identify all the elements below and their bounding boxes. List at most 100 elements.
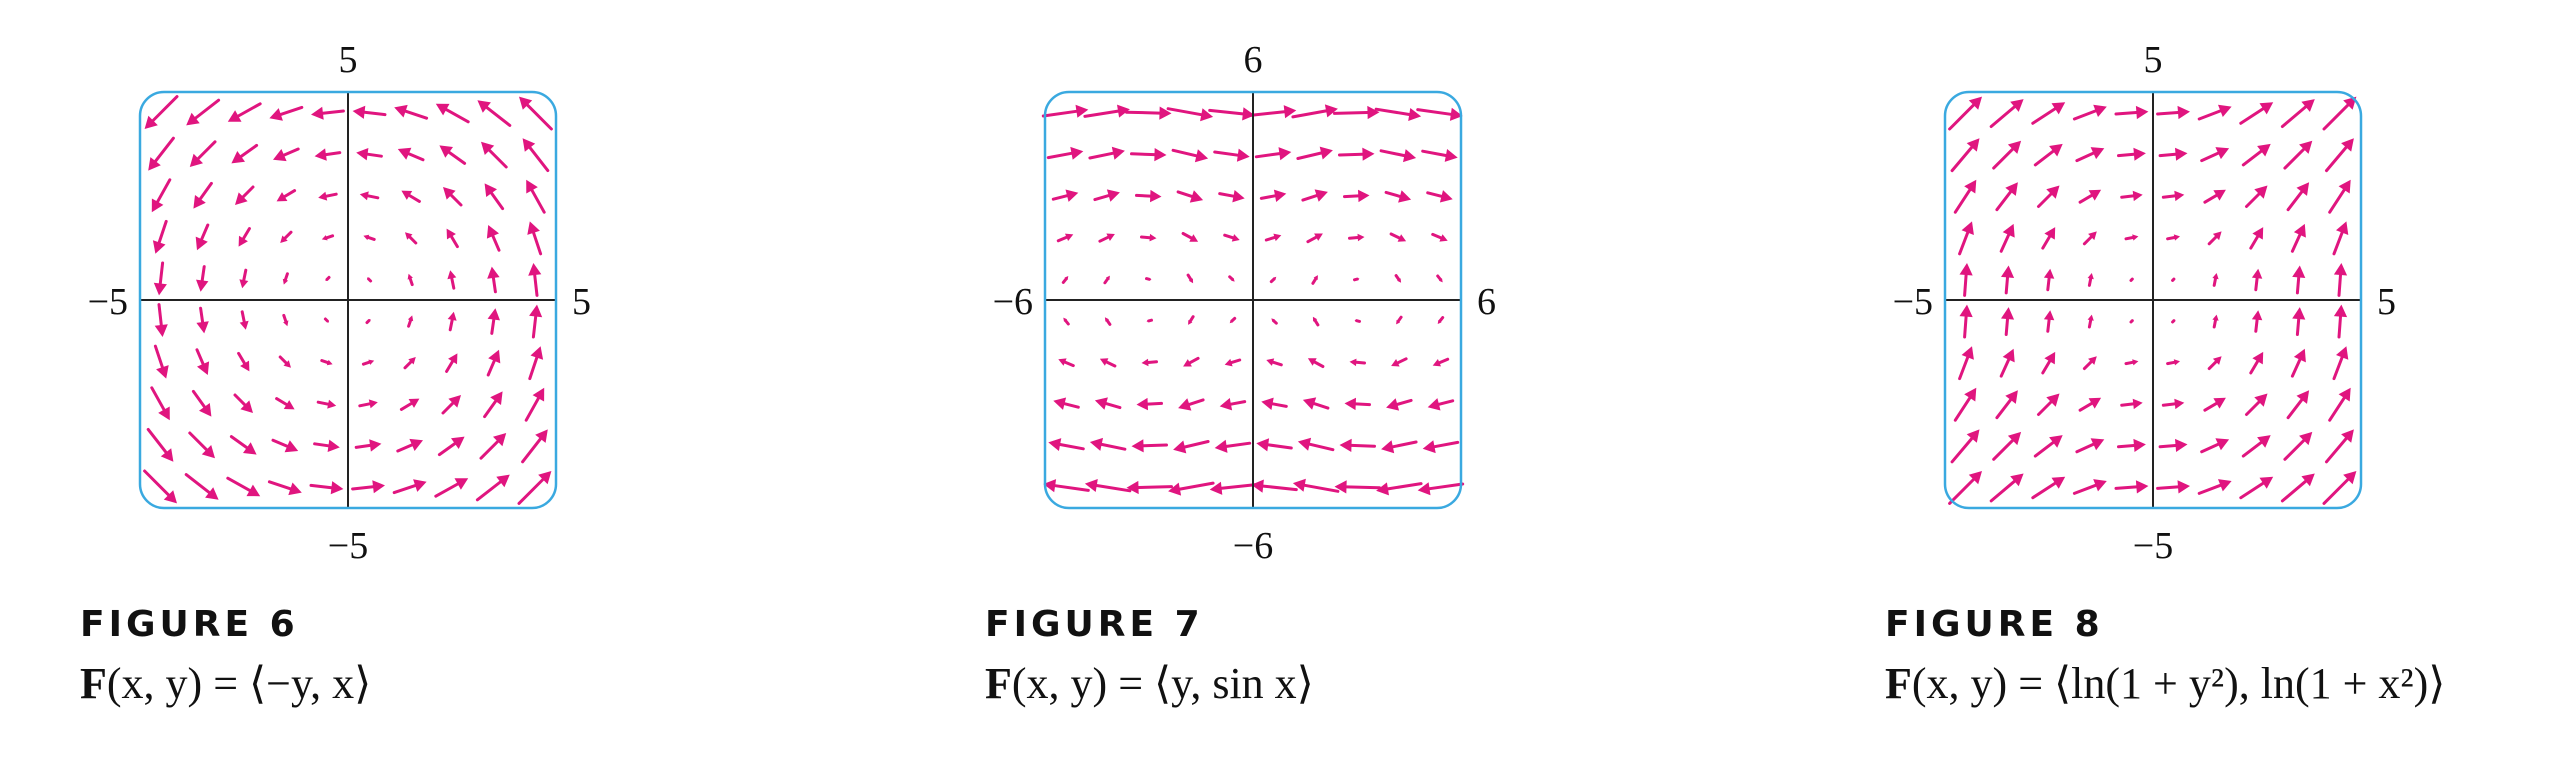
vector-arrow-head	[1444, 149, 1458, 162]
vector-arrow-head	[1386, 398, 1400, 411]
vector-arrow-head	[231, 151, 245, 164]
vector-arrow-head	[496, 474, 510, 488]
vector-arrow-head	[2212, 273, 2219, 280]
vector-arrow-shaft	[2283, 147, 2306, 170]
vector-arrow-head	[2296, 182, 2310, 196]
vector-arrow-head	[1403, 149, 1417, 163]
vector-arrow-head	[196, 321, 209, 334]
vector-arrow-head	[477, 100, 491, 113]
vector-arrow-head	[2093, 104, 2107, 117]
vector-arrow-head	[2090, 438, 2105, 451]
vector-arrow-shaft	[1999, 358, 2011, 378]
vector-arrow-head	[1111, 146, 1125, 160]
vector-arrow-head	[280, 235, 288, 243]
vector-arrow-head	[235, 192, 248, 205]
vector-arrow-shaft	[1950, 437, 1974, 464]
vector-arrow-head	[1391, 359, 1400, 367]
vector-arrow-head	[1236, 148, 1250, 162]
vector-arrow-head	[443, 187, 456, 200]
vector-field-plot-8: 5 −5 −5 5	[1893, 39, 2396, 567]
vector-arrow-shaft	[2241, 440, 2263, 458]
vector-arrow-head	[1437, 319, 1442, 324]
vector-arrow-shaft	[1130, 152, 1156, 157]
vector-arrow-head	[1094, 397, 1108, 410]
vector-arrow-shaft	[2078, 193, 2094, 204]
vector-arrow-head	[2299, 431, 2313, 446]
vector-arrow-head	[153, 282, 167, 296]
vector-arrow-shaft	[158, 261, 165, 285]
tick-bottom: −6	[1233, 525, 1273, 567]
vector-arrow-shaft	[363, 110, 387, 117]
vector-arrow-head	[1439, 234, 1448, 242]
vector-arrow-head	[321, 235, 328, 241]
vector-arrow-shaft	[233, 393, 247, 407]
vector-arrow-head	[1084, 479, 1098, 492]
vector-arrow-shaft	[1056, 235, 1069, 243]
vector-arrow-shaft	[316, 400, 330, 406]
vector-arrow-shaft	[1396, 357, 1408, 365]
vector-arrow-head	[1261, 397, 1274, 410]
vector-arrow-shaft	[1147, 318, 1153, 323]
vector-arrow-head	[408, 357, 416, 365]
vector-arrow-head	[1964, 179, 1977, 194]
formula-body: ⟨−y, x⟩	[249, 659, 372, 708]
vector-arrow-head	[1106, 189, 1120, 202]
vector-arrow-shaft	[1063, 402, 1080, 409]
vector-arrow-shaft	[1395, 398, 1413, 406]
vector-arrow-shaft	[1437, 357, 1450, 365]
vector-arrow-shaft	[154, 136, 175, 163]
vector-arrow-shaft	[1995, 398, 2013, 420]
vector-arrow-head	[330, 481, 344, 495]
vector-arrow-shaft	[1437, 399, 1455, 406]
vector-arrow-head	[2001, 307, 2015, 320]
vector-arrow-head	[1251, 479, 1264, 493]
figure-caption: FIGURE 8	[1885, 604, 2104, 645]
formula-body: ⟨ln(1 + y²), ln(1 + x²)⟩	[2054, 659, 2446, 708]
tick-top: 5	[2144, 39, 2163, 81]
vector-arrow-shaft	[191, 389, 206, 409]
vector-arrow-shaft	[1426, 191, 1443, 198]
vector-arrow-head	[2174, 190, 2185, 202]
vector-arrow-shaft	[226, 476, 252, 492]
figure-7: 6 −6 −6 6 FIGURE 7 F(x, y) = ⟨y, sin x⟩	[905, 0, 1763, 760]
vector-arrow-head	[1302, 397, 1317, 410]
vector-arrow-shaft	[2280, 479, 2308, 503]
vector-arrow-head	[1357, 277, 1360, 281]
vector-arrow-head	[326, 320, 329, 323]
figure-caption: FIGURE 6	[80, 604, 299, 645]
vector-arrow-head	[2175, 438, 2188, 452]
vector-arrow-shaft	[1433, 440, 1460, 449]
vector-arrow-shaft	[1354, 402, 1371, 407]
vector-arrow-head	[197, 361, 210, 375]
vector-arrow-head	[405, 232, 413, 240]
field-formula: F(x, y) = ⟨y, sin x⟩	[985, 658, 1314, 709]
vector-arrow-head	[284, 440, 299, 453]
vector-arrow-head	[409, 438, 423, 451]
vector-arrow-shaft	[2078, 401, 2094, 412]
vector-arrow-shaft	[282, 313, 288, 323]
vector-arrow-shaft	[2200, 151, 2220, 163]
vector-arrow-shaft	[532, 231, 543, 256]
vector-arrow-head	[283, 400, 295, 410]
vector-arrow-head	[2043, 268, 2055, 279]
vector-arrow-shaft	[1125, 110, 1161, 115]
vector-arrow-shaft	[1261, 484, 1298, 492]
vector-arrow-head	[1397, 278, 1402, 283]
vector-arrow-head	[2087, 273, 2094, 280]
vector-arrow-head	[2341, 138, 2354, 152]
vector-arrow-shaft	[408, 194, 421, 203]
vector-arrow-head	[238, 235, 248, 247]
vector-arrow-shaft	[1355, 319, 1361, 323]
vector-arrow-shaft	[2245, 400, 2261, 416]
vector-arrow-head	[486, 225, 499, 239]
vector-arrow-shaft	[1301, 194, 1319, 202]
vector-arrow-shaft	[408, 235, 418, 245]
vector-arrow-head	[1136, 397, 1148, 411]
vector-arrow-shaft	[517, 478, 545, 505]
vector-arrow-shaft	[1953, 188, 1972, 214]
vector-arrow-shaft	[2158, 152, 2177, 158]
vector-arrow-head	[1432, 359, 1441, 367]
vector-arrow-head	[1339, 438, 1352, 452]
vector-arrow-head	[2135, 480, 2149, 494]
vector-arrow-head	[276, 192, 288, 202]
